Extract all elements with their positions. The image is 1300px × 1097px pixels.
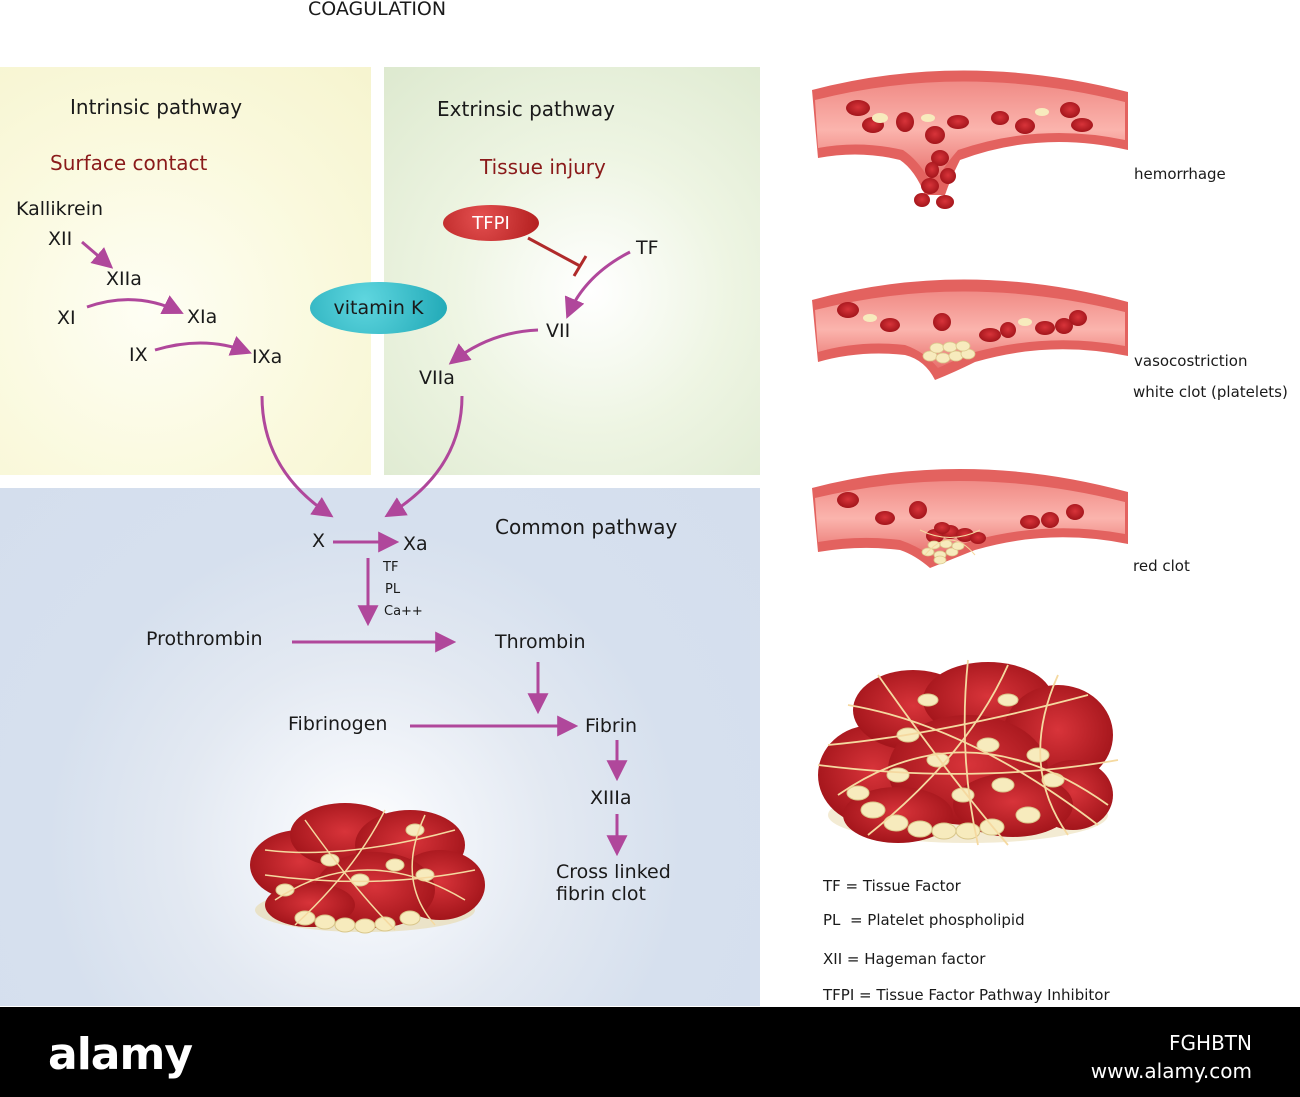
intrinsic-heading: Intrinsic pathway — [70, 95, 243, 119]
vessel-vasoconstriction — [812, 279, 1128, 380]
cofactor-tf: TF — [383, 560, 399, 575]
clot-label-line2: fibrin clot — [556, 883, 646, 905]
stage-vasoconstriction: vasocostriction — [1134, 352, 1248, 370]
extrinsic-heading: Extrinsic pathway — [437, 97, 616, 121]
prothrombin-label: Prothrombin — [146, 628, 263, 650]
footer-image-id: FGHBTN — [1169, 1031, 1252, 1055]
fibrinogen-label: Fibrinogen — [288, 713, 388, 735]
factor-ix: IX — [129, 344, 148, 366]
factor-xia: XIa — [187, 306, 218, 328]
extrinsic-arrows — [384, 250, 631, 518]
common-arrows — [292, 531, 628, 857]
fibrin-clot-small — [250, 803, 485, 934]
cofactor-ca: Ca++ — [384, 604, 423, 619]
legend-tfpi: TFPI = Tissue Factor Pathway Inhibitor — [823, 986, 1110, 1004]
factor-xiia: XIIa — [106, 268, 142, 290]
legend-pl: PL = Platelet phospholipid — [823, 911, 1025, 929]
intrinsic-trigger: Surface contact — [50, 151, 208, 175]
footer-bar: alamy FGHBTN www.alamy.com — [0, 1007, 1300, 1097]
extrinsic-trigger: Tissue injury — [480, 155, 606, 179]
footer-logo: alamy — [48, 1029, 193, 1080]
factor-viia: VIIa — [419, 367, 455, 389]
intrinsic-arrows — [81, 240, 334, 518]
tissue-factor: TF — [636, 237, 659, 259]
vessel-red-clot — [812, 468, 1128, 568]
tfpi-label: TFPI — [472, 212, 510, 234]
legend-tf: TF = Tissue Factor — [823, 877, 961, 895]
factor-vii: VII — [546, 320, 571, 342]
fibrin-label: Fibrin — [585, 715, 638, 737]
diagram-graphics — [81, 70, 1128, 934]
intrinsic-panel — [0, 67, 371, 475]
cofactor-pl: PL — [385, 582, 401, 597]
clot-label-line1: Cross linked — [556, 861, 671, 883]
factor-ixa: IXa — [252, 346, 283, 368]
vitamin-k-label: vitamin K — [333, 297, 424, 319]
thrombin-label: Thrombin — [495, 631, 586, 653]
fibrin-clot-large — [817, 659, 1119, 846]
common-heading: Common pathway — [495, 515, 678, 539]
factor-xiiia: XIIIa — [590, 787, 632, 809]
kallikrein-label: Kallikrein — [16, 198, 104, 220]
footer-url: www.alamy.com — [1090, 1059, 1252, 1083]
tfpi-inhibition — [527, 236, 588, 277]
vessel-hemorrhage — [812, 70, 1128, 209]
stage-red-clot: red clot — [1133, 557, 1190, 575]
stage-hemorrhage: hemorrhage — [1134, 165, 1226, 183]
factor-xi: XI — [57, 307, 76, 329]
vitamin-k-badge: vitamin K — [310, 282, 447, 334]
factor-xii: XII — [48, 228, 73, 250]
page-title: COAGULATION — [308, 0, 447, 20]
stage-white-clot: white clot (platelets) — [1133, 383, 1288, 401]
extrinsic-panel — [384, 67, 760, 475]
factor-x: X — [312, 530, 326, 552]
factor-xa: Xa — [403, 533, 428, 555]
legend-xii: XII = Hageman factor — [823, 950, 986, 968]
tfpi-badge: TFPI — [443, 205, 539, 241]
